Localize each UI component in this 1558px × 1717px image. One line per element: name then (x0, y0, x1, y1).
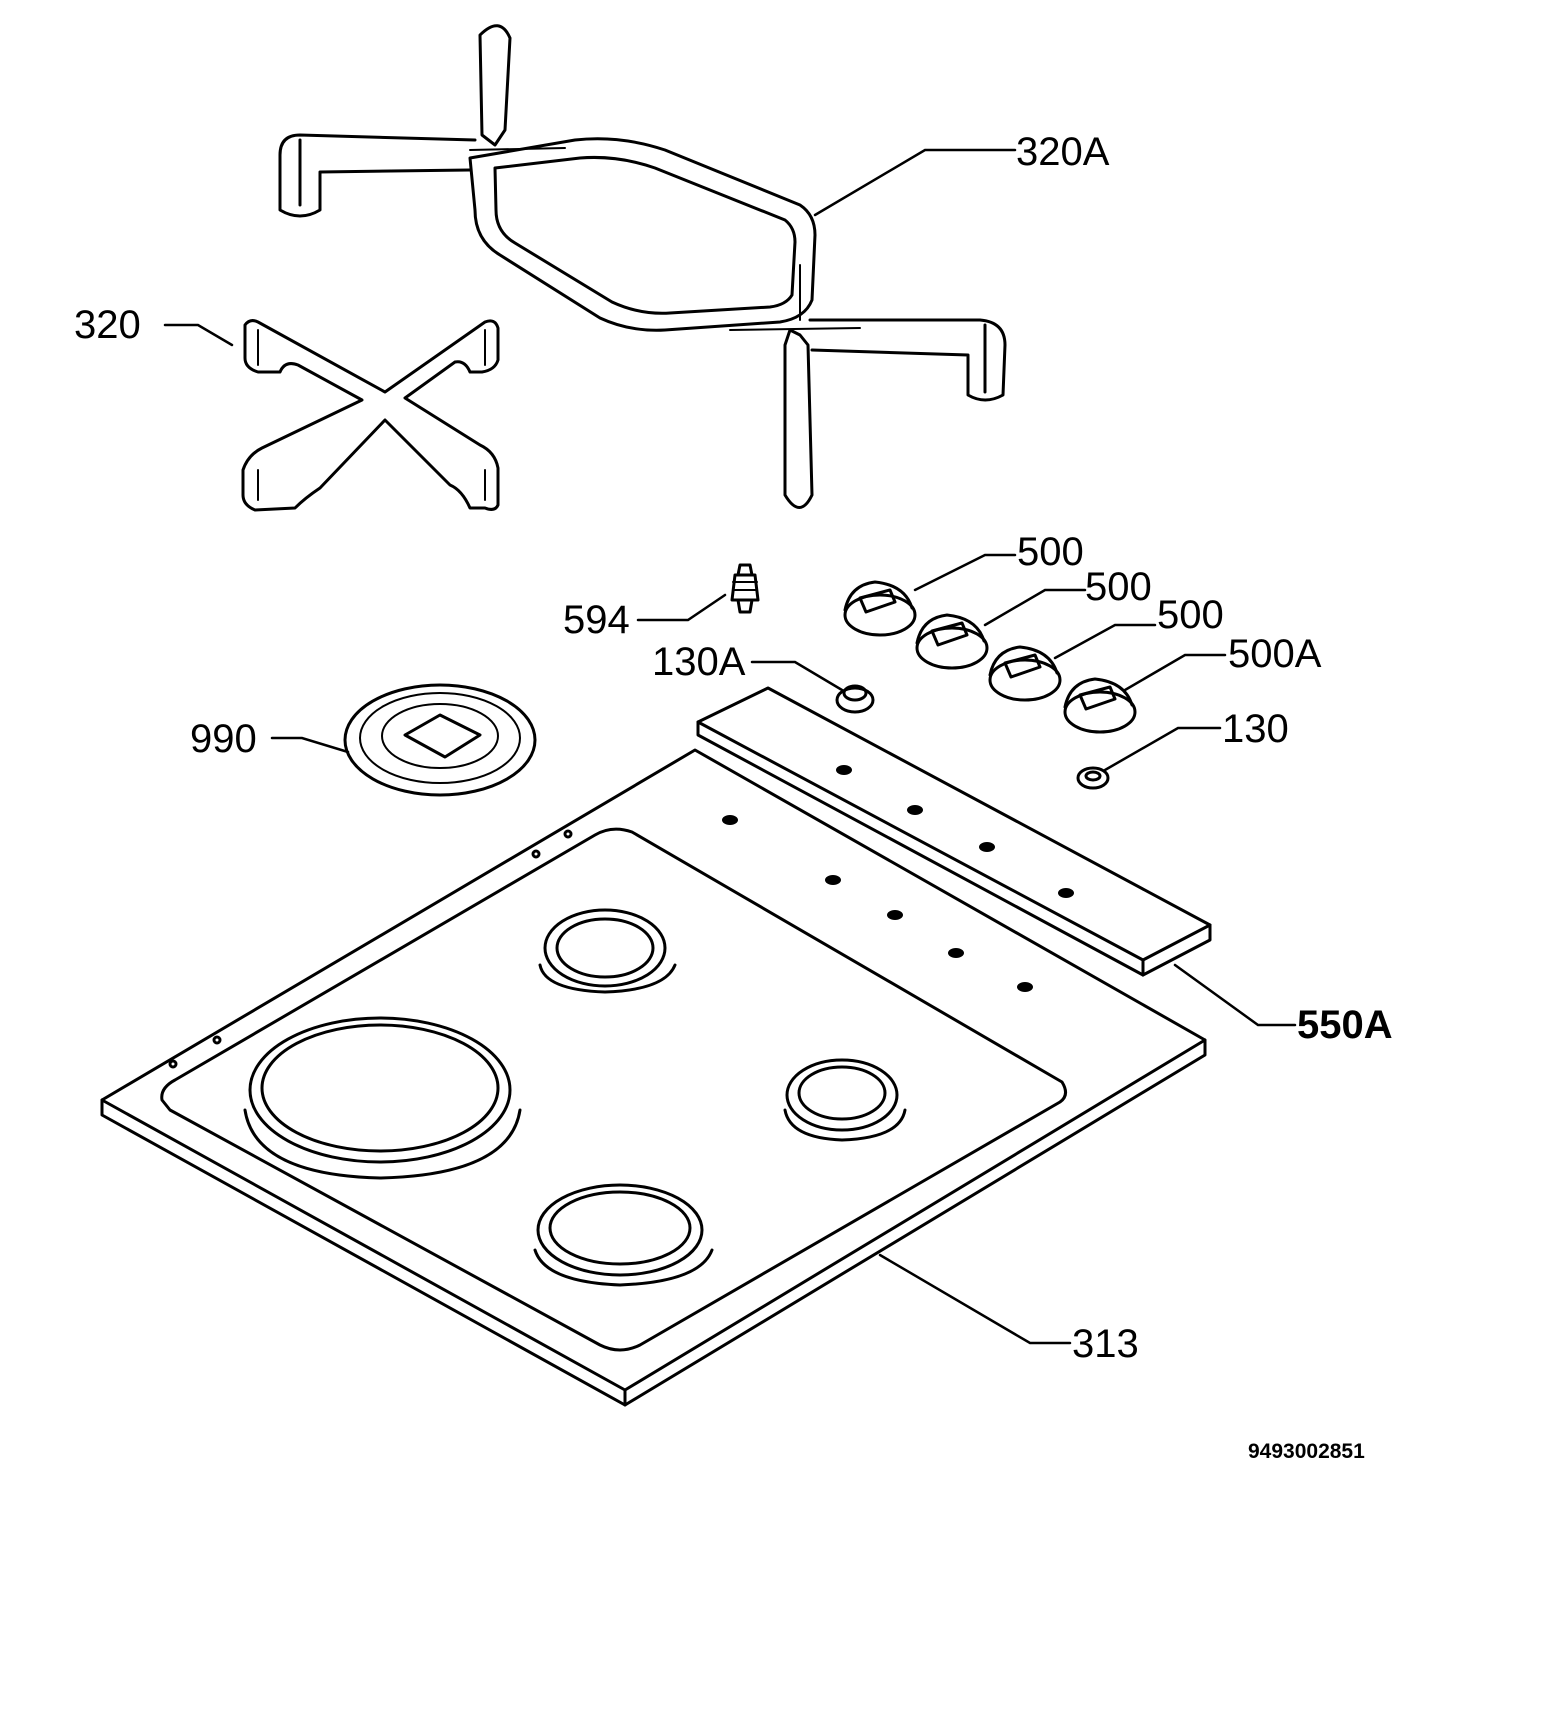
label-control-panel: 550A (1297, 1003, 1393, 1047)
washer-a (835, 684, 875, 714)
leader-lines (163, 148, 1297, 1345)
label-knob-1: 500 (1017, 530, 1084, 574)
control-panel-strip (696, 686, 1212, 977)
pan-support-large (278, 24, 1007, 509)
label-hob-top: 313 (1072, 1322, 1139, 1366)
label-pan-support-large: 320A (1016, 130, 1110, 174)
label-knob-2: 500 (1085, 565, 1152, 609)
label-washer-a: 130A (652, 640, 746, 684)
control-knob-1 (843, 580, 917, 637)
label-injector: 594 (563, 598, 630, 642)
control-knob-2 (915, 613, 989, 670)
washer (1076, 766, 1110, 790)
injector (730, 563, 760, 614)
hob-top (100, 748, 1207, 1407)
control-knob-4 (1063, 677, 1137, 734)
label-knob-4: 500A (1228, 632, 1322, 676)
label-cover-plate: 990 (190, 717, 257, 761)
pan-support-small (241, 319, 500, 512)
cover-plate (343, 683, 537, 797)
label-knob-3: 500 (1157, 593, 1224, 637)
label-washer: 130 (1222, 707, 1289, 751)
document-number: 9493002851 (1248, 1440, 1365, 1463)
control-knob-3 (988, 645, 1062, 702)
label-pan-support-small: 320 (74, 303, 141, 347)
